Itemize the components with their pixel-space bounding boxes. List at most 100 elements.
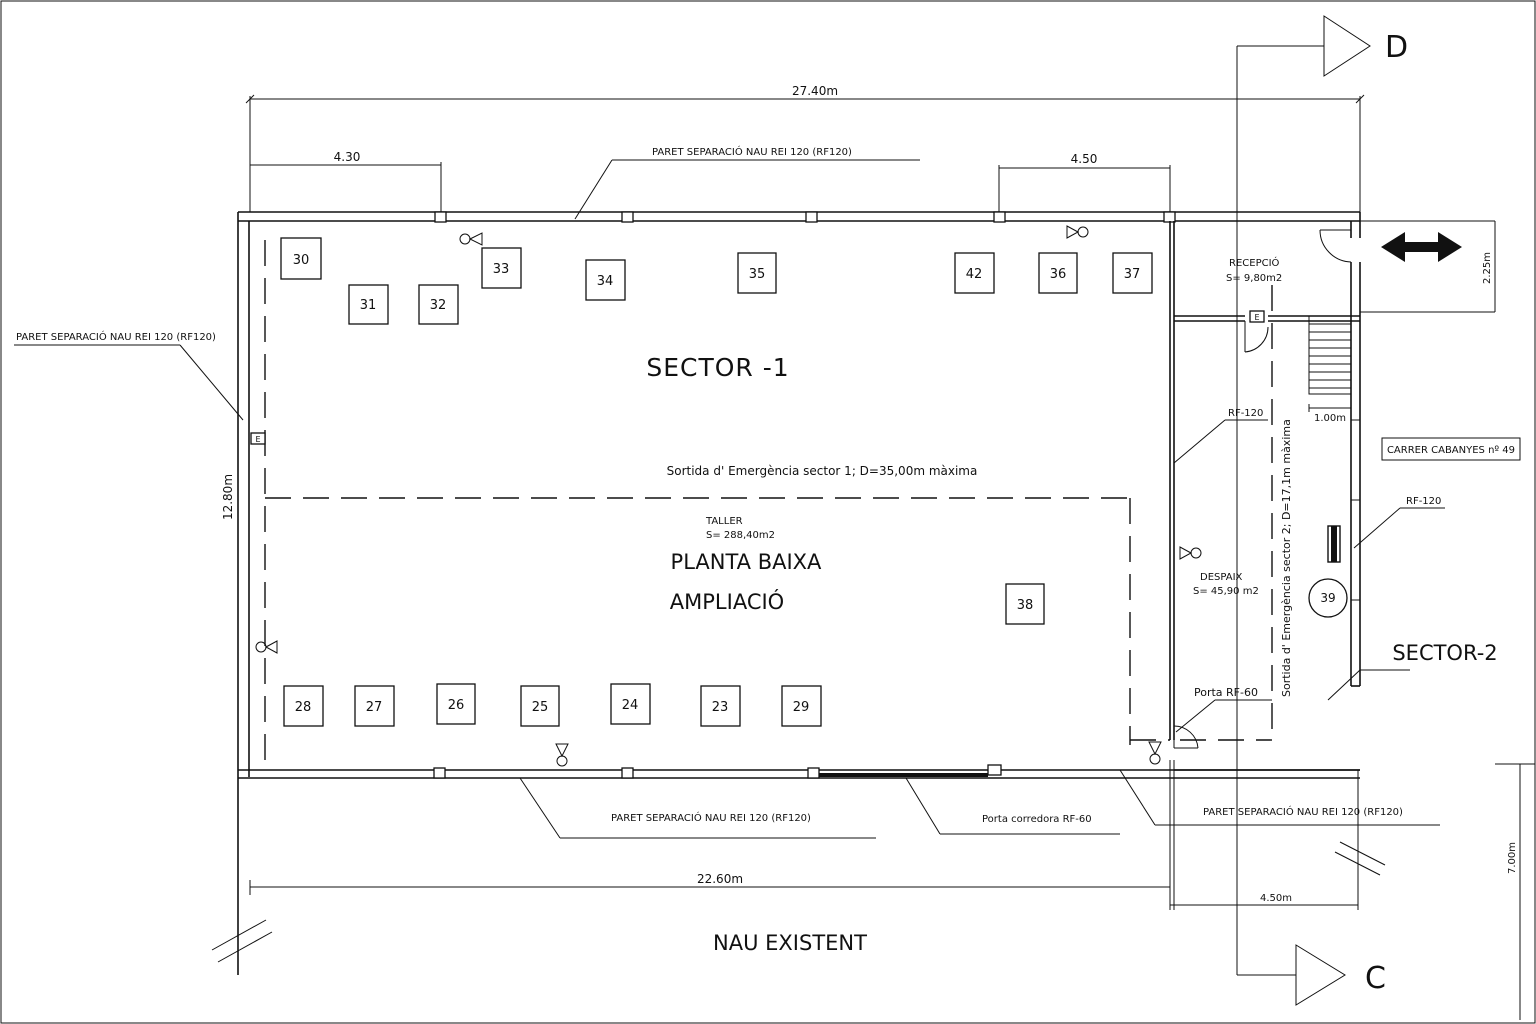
recepcio-name: RECEPCIÓ xyxy=(1229,256,1280,269)
equipment-label: 33 xyxy=(493,262,510,277)
taller-area: S= 288,40m2 xyxy=(706,530,775,541)
dim-225-line: 2.25m xyxy=(1482,221,1496,312)
wall-top-label: PARET SEPARACIÓ NAU REI 120 (RF120) xyxy=(652,145,852,158)
equipment-label: 27 xyxy=(366,700,383,715)
equipment-label: 31 xyxy=(360,298,377,313)
equipment-box xyxy=(1038,252,1078,294)
rf120-label-a: RF-120 xyxy=(1228,408,1263,419)
equipment-box xyxy=(283,685,324,727)
porta-rf60-callout: Porta RF-60 xyxy=(1175,686,1272,733)
recepcio-area: S= 9,80m2 xyxy=(1226,273,1282,284)
equipment-label: 34 xyxy=(597,274,614,289)
equipment-label: 26 xyxy=(448,698,465,713)
dim-450-bottom-line: 4.50m xyxy=(1170,893,1358,906)
equipment-label: 36 xyxy=(1050,267,1067,282)
bottom-wall-callout-right: PARET SEPARACIÓ NAU REI 120 (RF120) xyxy=(1119,769,1440,826)
section-d-label: D xyxy=(1385,30,1408,65)
equipment-label: 30 xyxy=(293,253,310,268)
dim-700-line: 7.00m xyxy=(1495,763,1535,1020)
equipment-label: 42 xyxy=(966,267,983,282)
wall-bottom-right-label: PARET SEPARACIÓ NAU REI 120 (RF120) xyxy=(1203,805,1403,818)
exit-sector1-label: Sortida d' Emergència sector 1; D=35,00m… xyxy=(667,464,978,478)
left-wall-callout: PARET SEPARACIÓ NAU REI 120 (RF120) xyxy=(14,330,244,421)
equipment-label: 24 xyxy=(622,698,639,713)
equipment-label: 37 xyxy=(1124,267,1141,282)
equipment-box xyxy=(781,685,822,727)
porta-rf60-label: Porta RF-60 xyxy=(1194,686,1258,699)
equipment-label: 23 xyxy=(712,700,729,715)
dim-450-bottom: 4.50m xyxy=(1260,893,1292,904)
equipment-label: 35 xyxy=(749,267,766,282)
bottom-wall-callout-left: PARET SEPARACIÓ NAU REI 120 (RF120) xyxy=(519,777,876,839)
electrical-panel-icon xyxy=(1327,525,1341,563)
equipment-label: 28 xyxy=(295,700,312,715)
equipment-box xyxy=(954,252,995,294)
emergency-light-icon xyxy=(555,743,569,767)
extinguisher-icon: E xyxy=(1249,310,1265,323)
emergency-light-icon xyxy=(459,232,483,246)
equipment-box xyxy=(520,685,560,727)
despaix-name: DESPAIX xyxy=(1200,572,1243,583)
top-wall-callout: PARET SEPARACIÓ NAU REI 120 (RF120) xyxy=(574,145,920,220)
equipment-box xyxy=(737,252,777,294)
equipment-box xyxy=(354,685,395,727)
nau-existent-label: NAU EXISTENT xyxy=(713,931,867,955)
equipment-box xyxy=(280,237,322,280)
equipment-box xyxy=(610,683,651,725)
dim-430: 4.30 xyxy=(334,150,361,164)
dim-225: 2.25m xyxy=(1482,252,1493,284)
rf120-label-b: RF-120 xyxy=(1406,496,1441,507)
porta-corredora-label: Porta corredora RF-60 xyxy=(982,814,1092,825)
evacuation-routes xyxy=(264,240,1273,760)
sliding-door-callout: Porta corredora RF-60 xyxy=(905,777,1120,835)
equipment-box xyxy=(1112,252,1153,294)
equipment-box xyxy=(1005,583,1045,625)
planta-label: PLANTA BAIXA xyxy=(671,550,823,574)
stair-icon: 1.00m xyxy=(1308,315,1352,424)
wall-left-label: PARET SEPARACIÓ NAU REI 120 (RF120) xyxy=(16,330,216,343)
rf120-callout-b: RF-120 xyxy=(1353,496,1445,549)
emergency-light-icon xyxy=(255,640,278,654)
dim-1280: 12.80m xyxy=(221,474,235,520)
equipment-box xyxy=(585,259,626,301)
equipment-box xyxy=(436,683,476,725)
dim-450-top: 4.50 xyxy=(1071,152,1098,166)
double-arrow-icon xyxy=(1381,232,1462,262)
dim-2260: 22.60m xyxy=(697,872,743,886)
equipment-circle xyxy=(1308,578,1348,618)
dim-100: 1.00m xyxy=(1314,413,1346,424)
sector2-label: SECTOR-2 xyxy=(1392,641,1497,665)
street-label-box: CARRER CABANYES nº 49 xyxy=(1381,437,1521,461)
emergency-light-icon xyxy=(1148,741,1162,765)
walls xyxy=(237,211,1495,975)
equipment-box xyxy=(700,685,741,727)
section-arrow-icon: D xyxy=(1323,15,1408,77)
door-swing-icon xyxy=(1173,725,1199,749)
sector1-label: SECTOR -1 xyxy=(646,353,789,382)
section-c-label: C xyxy=(1365,961,1386,996)
equipment: 30 31 32 33 34 35 42 36 37 38 28 27 26 2… xyxy=(280,237,1348,727)
equipment-box xyxy=(348,284,389,325)
street-label: CARRER CABANYES nº 49 xyxy=(1387,445,1515,456)
exit-sector2-label: Sortida d' Emergència sector 2; D=17,1m … xyxy=(1280,419,1293,697)
equipment-label: 25 xyxy=(532,700,549,715)
ampliacio-label: AMPLIACIÓ xyxy=(670,589,784,614)
equipment-label: 38 xyxy=(1017,598,1034,613)
svg-text:E: E xyxy=(255,435,260,444)
rf120-callout-a: RF-120 xyxy=(1173,408,1268,464)
section-arrow-icon: C xyxy=(1295,944,1386,1006)
despaix-area: S= 45,90 m2 xyxy=(1193,586,1259,597)
wall-bottom-left-label: PARET SEPARACIÓ NAU REI 120 (RF120) xyxy=(611,811,811,824)
section-line xyxy=(1236,45,1324,976)
extinguisher-icon: E xyxy=(250,432,266,445)
dim-total-width: 27.40m xyxy=(792,84,838,98)
emergency-light-icon xyxy=(1179,546,1202,560)
break-marks xyxy=(211,841,1386,963)
top-dimensions: 27.40m 4.30 4.50 xyxy=(245,84,1365,212)
emergency-light-icon xyxy=(1066,225,1089,239)
dim-2260-line: 22.60m xyxy=(249,872,1171,895)
equipment-label: 29 xyxy=(793,700,810,715)
dim-700: 7.00m xyxy=(1507,842,1518,874)
